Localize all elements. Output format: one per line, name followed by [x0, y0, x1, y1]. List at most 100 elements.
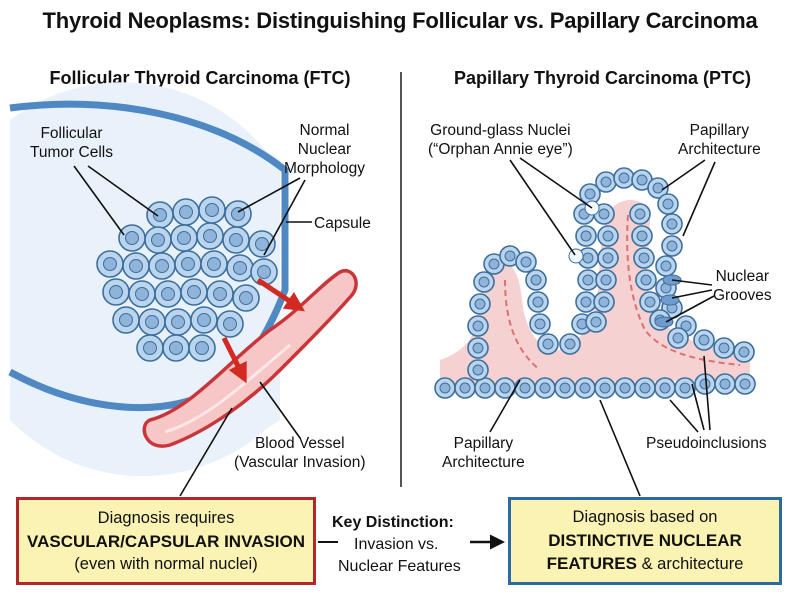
core-vessel-right — [626, 214, 741, 366]
nucleus — [640, 274, 652, 286]
leader-tumor-cells-1 — [73, 165, 125, 236]
nucleus — [161, 287, 175, 301]
nucleus — [125, 231, 139, 245]
core-vessel-left — [504, 279, 541, 371]
leader-blood-vessel — [259, 381, 301, 439]
nucleus — [598, 296, 610, 308]
nucleus — [474, 298, 486, 310]
nucleus — [639, 382, 651, 394]
nucleus — [636, 174, 648, 186]
invasion-arrow-vessel — [221, 336, 247, 384]
label-papillary-architecture-top: Papillary Architecture — [678, 122, 761, 158]
nucleus — [739, 378, 751, 390]
nucleus — [636, 230, 648, 242]
nucleus — [179, 205, 193, 219]
panel-divider — [400, 72, 402, 487]
nucleus — [472, 364, 484, 376]
nucleus — [171, 315, 185, 329]
nucleus — [233, 261, 247, 275]
ftc-diagnosis-box: Diagnosis requires VASCULAR/CAPSULAR INV… — [16, 497, 316, 585]
nucleus — [478, 276, 490, 288]
nucleus — [239, 291, 253, 305]
nucleus — [580, 296, 592, 308]
nucleus — [559, 382, 571, 394]
nuclear-groove — [654, 316, 674, 328]
nucleus — [151, 233, 165, 247]
nucleus — [145, 315, 159, 329]
nucleus — [109, 285, 123, 299]
nucleus — [602, 252, 614, 264]
nucleus — [564, 338, 576, 350]
nucleus — [532, 296, 544, 308]
key-distinction-line2: Nuclear Features — [338, 558, 461, 575]
label-ground-glass-nuclei: Ground-glass Nuclei (“Orphan Annie eye”) — [428, 122, 573, 158]
nucleus — [579, 382, 591, 394]
leader-grooves-3 — [665, 295, 715, 323]
nucleus — [135, 287, 149, 301]
nucleus — [207, 257, 221, 271]
leader-papillary-bottom — [489, 379, 521, 433]
leader-tumor-cells-2 — [87, 165, 159, 217]
nucleus — [530, 274, 542, 286]
nucleus — [598, 208, 610, 220]
nucleus — [652, 182, 664, 194]
nucleus — [634, 208, 646, 220]
nucleus — [257, 265, 271, 279]
nucleus — [177, 231, 191, 245]
leader-papillary-top-1 — [661, 159, 706, 191]
follicular-tumor-cells — [96, 196, 278, 362]
ptc-box-line2: DISTINCTIVE NUCLEAR — [548, 531, 742, 550]
nucleus — [187, 285, 201, 299]
ptc-heading: Papillary Thyroid Carcinoma (PTC) — [453, 68, 752, 88]
nucleus — [119, 313, 133, 327]
nucleus — [472, 342, 484, 354]
label-capsule: Capsule — [314, 215, 371, 232]
label-follicular-tumor-cells: Follicular Tumor Cells — [30, 125, 113, 161]
nucleus — [229, 233, 243, 247]
nucleus — [504, 250, 516, 262]
nucleus — [660, 260, 672, 272]
nucleus — [520, 256, 532, 268]
nucleus — [129, 259, 143, 273]
nucleus — [181, 257, 195, 271]
label-papillary-architecture-bottom: Papillary Architecture — [442, 435, 525, 471]
nucleus — [205, 203, 219, 217]
nucleus — [143, 341, 157, 355]
follicle-lumen — [10, 82, 280, 477]
nucleus — [602, 230, 614, 242]
label-blood-vessel: Blood Vessel (Vascular Invasion) — [234, 435, 366, 471]
nucleus — [153, 208, 167, 222]
invasion-arrow-capsule — [256, 277, 305, 312]
page-title: Thyroid Neoplasms: Distinguishing Follic… — [42, 8, 758, 33]
nucleus — [599, 382, 611, 394]
nucleus — [499, 382, 511, 394]
key-distinction-line1: Invasion vs. — [354, 536, 439, 553]
nucleus — [155, 259, 169, 273]
ptc-box-line3: FEATURES & architecture — [511, 552, 779, 576]
nucleus — [472, 320, 484, 332]
leader-ground-glass-2 — [509, 159, 576, 256]
nucleus — [169, 341, 183, 355]
ptc-illustration — [434, 157, 756, 497]
ftc-box-line1: Diagnosis requires — [97, 508, 235, 527]
leader-normal-nuclear-1 — [237, 177, 301, 213]
nucleus — [203, 229, 217, 243]
nucleus — [539, 382, 551, 394]
blood-vessel — [142, 268, 358, 448]
nucleus — [103, 257, 117, 271]
nucleus — [699, 378, 711, 390]
ftc-box-line3: (even with normal nuclei) — [74, 554, 258, 573]
nucleus — [718, 342, 730, 354]
nucleus — [644, 296, 656, 308]
ptc-diagnosis-box: Diagnosis based on DISTINCTIVE NUCLEAR F… — [508, 497, 782, 585]
label-normal-nuclear-morphology: Normal Nuclear Morphology — [284, 122, 365, 177]
nucleus — [659, 382, 671, 394]
leader-box-left — [179, 407, 233, 497]
leader-grooves-1 — [671, 279, 713, 286]
nucleus — [666, 240, 678, 252]
nucleus — [619, 382, 631, 394]
leader-normal-nuclear-2 — [263, 179, 306, 256]
nucleus — [738, 346, 750, 358]
nucleus — [195, 341, 209, 355]
